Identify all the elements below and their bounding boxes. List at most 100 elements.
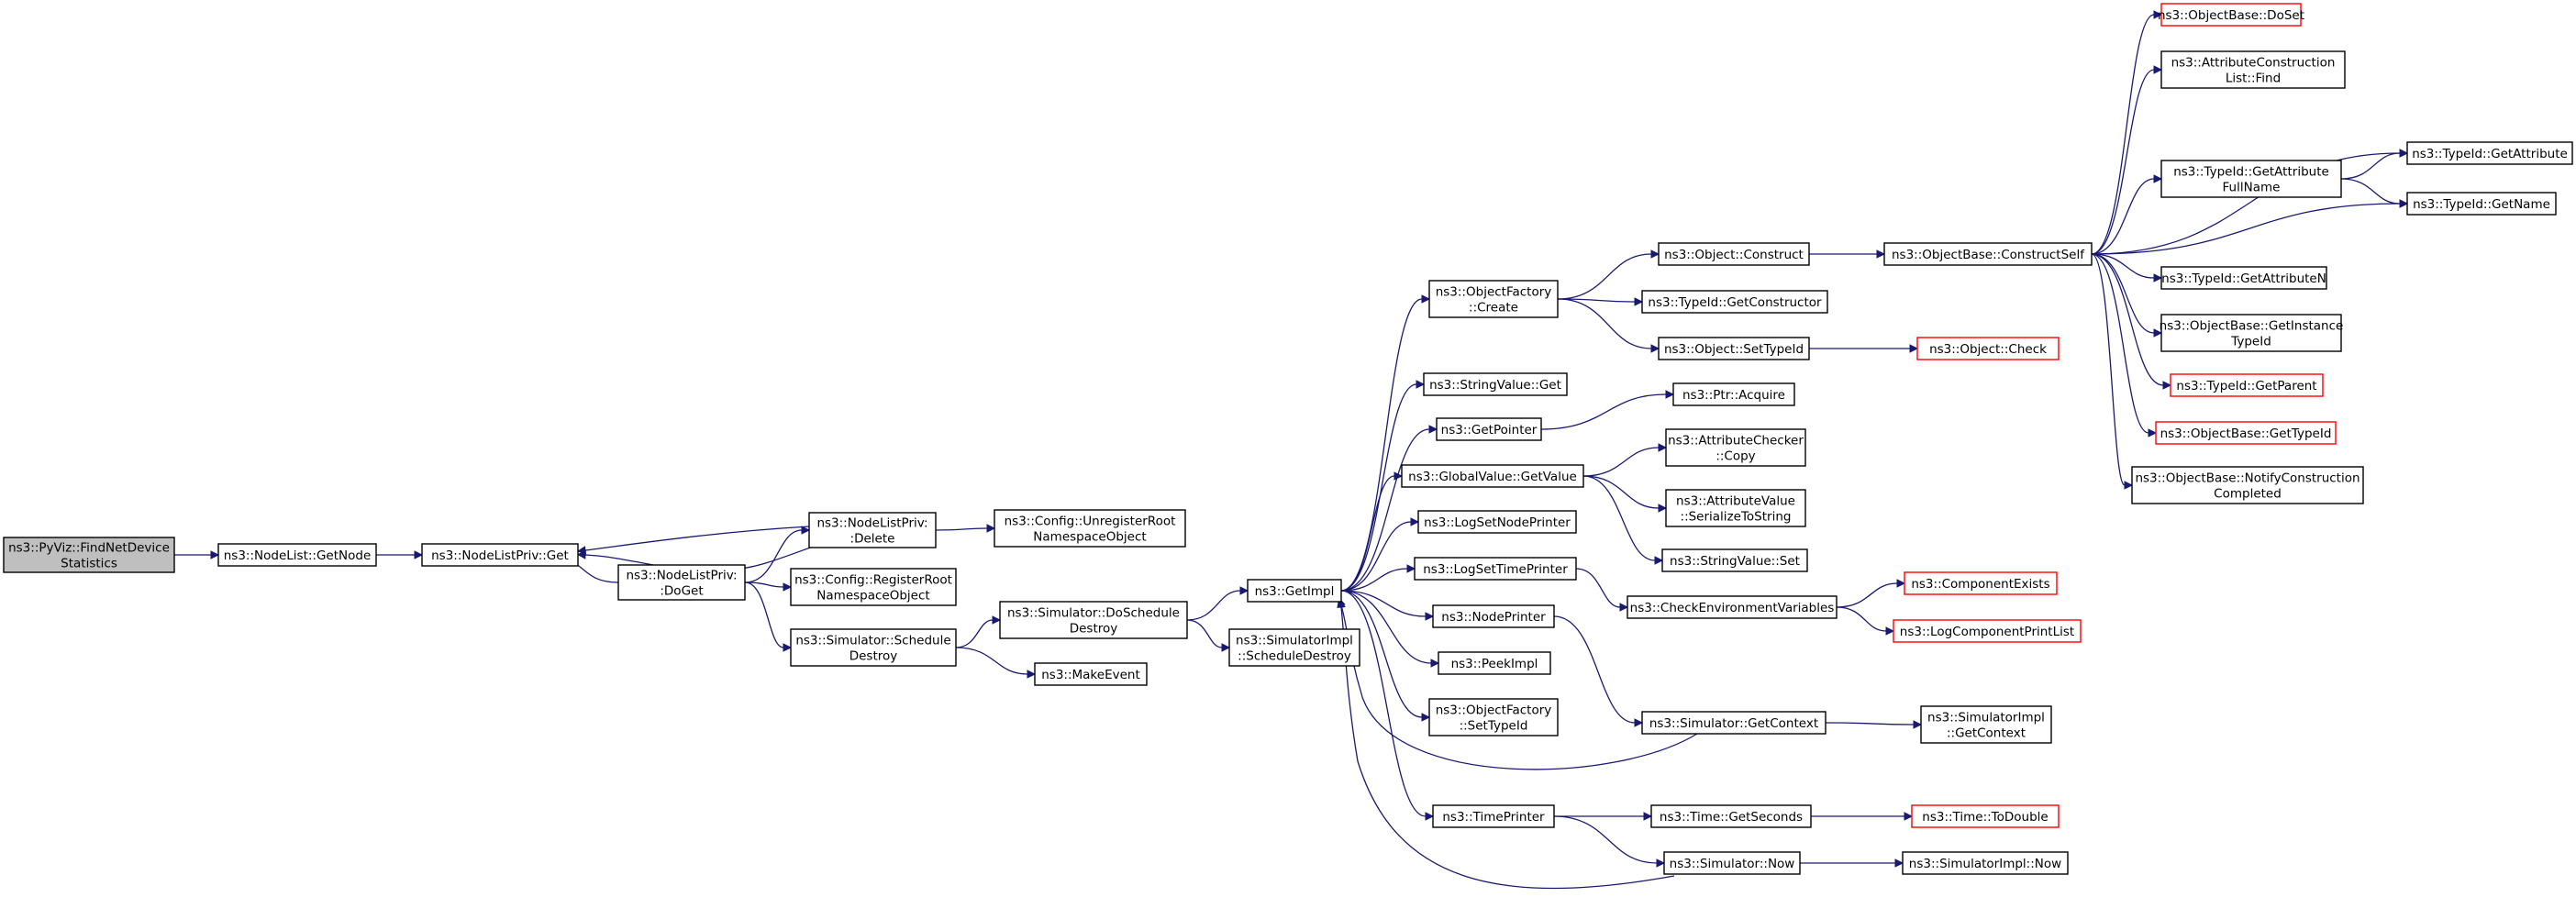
node-n-ptracq[interactable]: ns3::Ptr::Acquire [1672, 382, 1795, 406]
node-n-tidgetname[interactable]: ns3::TypeId::GetName [2406, 192, 2557, 216]
node-n-ofsettid[interactable]: ns3::ObjectFactory::SetTypeId [1428, 698, 1559, 736]
node-n-tidgetparent[interactable]: ns3::TypeId::GetParent [2170, 373, 2324, 397]
edge-n_obconstself-to-n_obdoset [2091, 10, 2163, 255]
node-label-line: ns3::NodeListPriv: [626, 569, 737, 583]
node-n-obdoset[interactable]: ns3::ObjectBase::DoSet [2158, 3, 2304, 27]
node-n-simimplnow[interactable]: ns3::SimulatorImpl::Now [1902, 851, 2069, 875]
arrowhead [1876, 249, 1886, 259]
node-label-line: ::Create [1469, 301, 1518, 316]
edge-n_doget-to-n_schedd [744, 581, 793, 652]
node-n-svget[interactable]: ns3::StringValue::Get [1423, 372, 1568, 396]
edge-root-to-n_getnode [174, 550, 220, 559]
node-n-obgettid[interactable]: ns3::ObjectBase::GetTypeId [2155, 421, 2337, 445]
node-n-delete[interactable]: ns3::NodeListPriv::Delete [808, 512, 937, 548]
node-n-svset[interactable]: ns3::StringValue::Set [1661, 548, 1808, 572]
node-n-obconstself[interactable]: ns3::ObjectBase::ConstructSelf [1883, 242, 2093, 266]
node-n-checkenv[interactable]: ns3::CheckEnvironmentVariables [1627, 595, 1838, 619]
node-n-simimplsd[interactable]: ns3::SimulatorImpl::ScheduleDestroy [1228, 628, 1360, 667]
node-n-nodeprinter[interactable]: ns3::NodePrinter [1432, 604, 1555, 628]
node-label-line: ns3::NodeListPriv::Get [431, 548, 569, 563]
node-n-getnode[interactable]: ns3::NodeList::GetNode [217, 543, 377, 567]
edge-n_delete-to-n_unreg [935, 524, 996, 533]
node-n-get[interactable]: ns3::NodeListPriv::Get [421, 543, 579, 567]
node-n-tidgetattr[interactable]: ns3::TypeId::GetAttribute [2406, 141, 2573, 165]
node-n-objcheck[interactable]: ns3::Object::Check [1916, 337, 2060, 360]
node-n-timegets[interactable]: ns3::Time::GetSeconds [1650, 804, 1812, 828]
edge-n_getimpl-to-n_gvget [1340, 471, 1404, 592]
arrowhead [1027, 670, 1037, 679]
node-n-tidgetattrn[interactable]: ns3::TypeId::GetAttributeN [2160, 266, 2327, 290]
node-n-compexists[interactable]: ns3::ComponentExists [1904, 571, 2058, 595]
node-n-objconstruct[interactable]: ns3::Object::Construct [1658, 242, 1810, 266]
node-n-peekimpl[interactable]: ns3::PeekImpl [1438, 651, 1551, 675]
node-n-lstp[interactable]: ns3::LogSetTimePrinter [1414, 557, 1577, 581]
node-label-line: ns3::SimulatorImpl [1236, 634, 1353, 648]
arrowhead [2153, 273, 2163, 282]
edge-n_getimpl-to-n_getptr [1340, 425, 1438, 592]
node-n-doget[interactable]: ns3::NodeListPriv::DoGet [617, 564, 746, 601]
arrowhead [1654, 556, 1664, 565]
node-label-line: ns3::ObjectBase::GetTypeId [2160, 426, 2332, 441]
node-label-line: ns3::TimePrinter [1442, 810, 1545, 825]
node-n-simnow[interactable]: ns3::Simulator::Now [1663, 851, 1801, 875]
node-n-obnotify[interactable]: ns3::ObjectBase::NotifyConstructionCompl… [2131, 466, 2364, 504]
node-label-line: ns3::Object::Construct [1664, 248, 1804, 262]
node-label-line: ns3::StringValue::Set [1670, 554, 1800, 569]
edge-n_timegets-to-n_timetodouble [1811, 812, 1914, 821]
node-label-line: :Delete [850, 532, 895, 547]
arrowhead [1425, 812, 1435, 821]
arrowhead [414, 550, 424, 559]
node-label-line: ns3::TypeId::GetName [2413, 197, 2550, 212]
node-n-simimplgetctx[interactable]: ns3::SimulatorImpl::GetContext [1920, 705, 2052, 744]
edge-n_ofcreate-to-n_objconstruct [1557, 249, 1660, 300]
node-n-unreg[interactable]: ns3::Config::UnregisterRootNamespaceObje… [994, 509, 1186, 548]
arrowhead [1430, 659, 1440, 668]
node-n-schedd[interactable]: ns3::Simulator::ScheduleDestroy [790, 628, 957, 667]
edge-n_getimpl-to-n_nodeprinter [1340, 590, 1435, 621]
arrowhead [1885, 626, 1895, 636]
arrowhead [1406, 564, 1416, 573]
node-n-getimpl[interactable]: ns3::GetImpl [1247, 579, 1342, 603]
arrowhead [1619, 603, 1629, 612]
edge-n_timeprinter-to-n_timegets [1554, 812, 1653, 821]
node-label-line: List::Find [2226, 72, 2281, 86]
node-label-line: ns3::TypeId::GetAttributeN [2161, 271, 2326, 286]
node-n-gvget[interactable]: ns3::GlobalValue::GetValue [1401, 464, 1584, 488]
node-label-line: ns3::AttributeConstruction [2171, 56, 2336, 71]
node-n-ofcreate[interactable]: ns3::ObjectFactory::Create [1428, 280, 1559, 318]
node-n-timetodouble[interactable]: ns3::Time::ToDouble [1911, 804, 2060, 828]
node-n-avser[interactable]: ns3::AttributeValue::SerializeToString [1665, 489, 1806, 527]
node-n-lsnp[interactable]: ns3::LogSetNodePrinter [1417, 510, 1577, 534]
edge-n_obconstself-to-n_tidgafn [2091, 174, 2163, 255]
node-label-line: ns3::ObjectBase::GetInstance [2160, 319, 2344, 334]
node-n-logcpl[interactable]: ns3::LogComponentPrintList [1893, 619, 2082, 643]
arrowhead [1913, 720, 1923, 729]
node-label-line: ns3::ObjectBase::DoSet [2158, 8, 2304, 23]
arrowhead [2153, 174, 2163, 183]
node-label-line: ns3::SimulatorImpl [1927, 711, 2045, 725]
arrowhead [2153, 65, 2163, 74]
arrowhead [2399, 149, 2409, 158]
node-n-makeev[interactable]: ns3::MakeEvent [1034, 662, 1148, 686]
node-n-simgetctx[interactable]: ns3::Simulator::GetContext [1641, 711, 1827, 735]
node-n-objsettid[interactable]: ns3::Object::SetTypeId [1658, 337, 1810, 360]
arrowhead [1656, 858, 1666, 868]
node-n-timeprinter[interactable]: ns3::TimePrinter [1432, 804, 1555, 828]
node-n-acheck[interactable]: ns3::AttributeChecker::Copy [1665, 428, 1806, 467]
arrowhead [1425, 612, 1435, 621]
node-label-line: NamespaceObject [816, 589, 929, 604]
edge-n_gvget-to-n_svset [1582, 475, 1664, 565]
node-n-getptr[interactable]: ns3::GetPointer [1436, 417, 1542, 441]
edge-n_obconstself-to-n_tidgetparent [2091, 253, 2172, 390]
node-n-tidgetctor[interactable]: ns3::TypeId::GetConstructor [1641, 290, 1828, 314]
node-label-line: ::SetTypeId [1460, 719, 1528, 734]
node-label-line: ns3::TypeId::GetAttribute [2412, 147, 2568, 161]
edge-n_doschedd-to-n_getimpl [1186, 586, 1249, 621]
